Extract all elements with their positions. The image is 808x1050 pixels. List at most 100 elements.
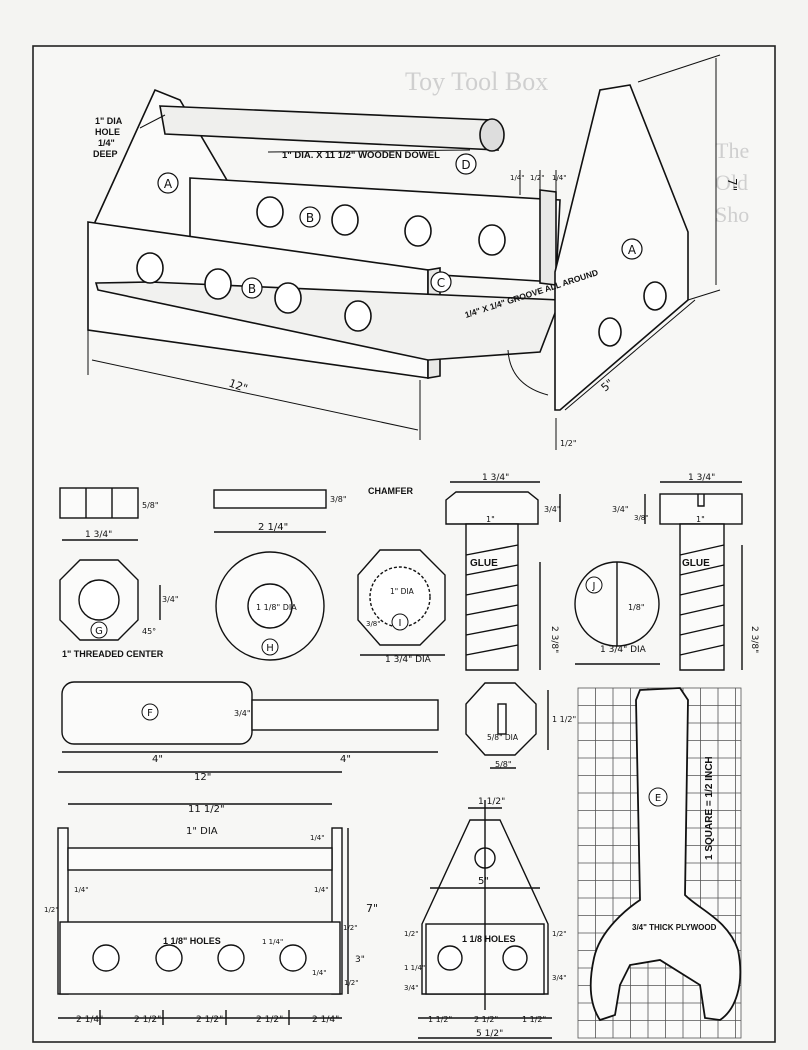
iso-dimension-lines [87, 54, 721, 450]
dim-top-2: 1/2" [530, 174, 545, 182]
fv-holes: 1 1/8" HOLES [163, 936, 221, 946]
bolt-2-drawing [644, 481, 743, 671]
part-h-drawing [213, 489, 327, 661]
front-view-drawing [57, 771, 349, 1025]
dim-height-iso: 7" [725, 178, 739, 191]
g-thread: 1" THREADED CENTER [62, 649, 164, 659]
ev-holes: 1 1/8 HOLES [462, 934, 516, 944]
fv-small-1: 1/4" [314, 886, 329, 894]
part-label-b1: B [306, 211, 314, 225]
part-callouts-iso [157, 153, 643, 299]
bolt2-sloth: 3/8" [634, 514, 649, 522]
h-label: H [266, 643, 274, 654]
h-hole: 1 1/8" DIA [256, 603, 297, 612]
f-len-a: 4" [152, 754, 163, 765]
ghost-side-2: Old [715, 170, 748, 195]
fv-height: 7" [366, 902, 378, 915]
e-material: 3/4" THICK PLYWOOD [632, 923, 717, 932]
ev-small-3: 3/4" [404, 984, 419, 992]
bolt2-length: 2 3/8" [749, 626, 759, 653]
h-thick: 3/8" [330, 495, 347, 504]
ev-small-4: 3/4" [552, 974, 567, 982]
bolt2-glue: GLUE [682, 558, 710, 569]
dim-length-iso: 12" [227, 377, 249, 396]
fv-bottom-3: 2 1/2" [256, 1015, 283, 1025]
fv-small-4: 1/4" [310, 834, 325, 842]
fv-small-6: 1/2" [344, 979, 359, 987]
ev-bottom-1: 2 1/2" [474, 1015, 498, 1024]
fv-small-5: 1 1/4" [262, 938, 283, 946]
f-label: F [147, 708, 153, 719]
fv-lower: 3" [355, 955, 365, 965]
part-i-drawing [357, 549, 446, 656]
g-width: 1 3/4" [85, 530, 112, 540]
ev-bottom-0: 1 1/2" [428, 1015, 452, 1024]
ev-overall: 5 1/2" [476, 1029, 503, 1039]
fv-bottom-1: 2 1/2" [134, 1015, 161, 1025]
nut-height: 1 1/2" [552, 715, 576, 724]
g-half: 3/4" [162, 595, 179, 604]
small-nut-drawing [465, 682, 549, 769]
bolt2-headw: 1 3/4" [688, 473, 715, 483]
part-label-b2: B [248, 282, 256, 296]
fv-overall: 12" [194, 772, 211, 783]
dim-top-3: 1/4" [552, 174, 567, 182]
fv-bottom-2: 2 1/2" [196, 1015, 223, 1025]
ev-mid: 5" [478, 876, 489, 887]
g-thick: 5/8" [142, 501, 159, 510]
nut-hole: 5/8" DIA [487, 733, 519, 742]
e-label: E [655, 793, 661, 804]
fv-bottom-4: 2 1/4" [312, 1015, 339, 1025]
end-view-drawing [418, 800, 552, 1039]
bolt2-shank: 1" [696, 515, 705, 524]
fv-small-0: 1/4" [74, 886, 89, 894]
nut-width: 5/8" [495, 760, 512, 769]
bolt1-chamfer: CHAMFER [368, 486, 413, 496]
ev-small-0: 1/2" [404, 930, 419, 938]
dim-top-1: 1/4" [510, 174, 525, 182]
part-label-c: C [437, 276, 445, 290]
isometric-toolbox [87, 84, 689, 411]
g-label: G [95, 626, 103, 637]
i-label: I [399, 618, 402, 629]
fv-inner: 11 1/2" [188, 804, 225, 815]
ev-small-2: 1 1/4" [404, 964, 425, 972]
ev-top: 1 1/2" [478, 797, 505, 807]
j-label: J [592, 581, 596, 592]
j-width: 1 3/4" DIA [600, 645, 647, 655]
bolt-1-drawing [445, 481, 561, 671]
bolt1-headh: 3/4" [544, 505, 561, 514]
fv-small-7: 1/4" [312, 969, 327, 977]
ghost-side-3: Sho [715, 202, 749, 227]
f-len-b: 4" [340, 754, 351, 765]
fv-bottom-0: 2 1/4" [76, 1015, 103, 1025]
g-angle: 45° [142, 627, 156, 636]
ghost-title: Toy Tool Box [405, 67, 548, 96]
part-e-wrench [589, 687, 742, 1022]
dowel-callout: 1" DIA. X 11 1/2" WOODEN DOWEL [282, 150, 440, 161]
bolt1-glue: GLUE [470, 558, 498, 569]
fv-small-2: 1/2" [44, 906, 59, 914]
part-label-d: D [461, 158, 470, 172]
bolt1-shank: 1" [486, 515, 495, 524]
part-label-a1: A [164, 177, 173, 191]
dim-base-iso: 1/2" [560, 439, 577, 448]
i-width: 1 3/4" DIA [385, 655, 432, 665]
fv-dowel: 1" DIA [186, 826, 218, 837]
bolt1-length: 2 3/8" [549, 626, 559, 653]
ev-bottom-2: 1 1/2" [522, 1015, 546, 1024]
e-scale: 1 SQUARE = 1/2 INCH [704, 756, 715, 860]
i-hole: 1" DIA [390, 587, 415, 596]
ev-small-1: 1/2" [552, 930, 567, 938]
h-width: 2 1/4" [258, 522, 288, 533]
f-thick: 3/4" [234, 709, 251, 718]
fv-small-3: 1/2" [343, 924, 358, 932]
part-g-drawing [59, 487, 161, 641]
ghost-side-1: The [715, 138, 749, 163]
bolt1-headw: 1 3/4" [482, 473, 509, 483]
bolt2-headh: 3/4" [612, 505, 629, 514]
i-chamfer: 3/8" [366, 620, 381, 628]
j-slot: 1/8" [628, 603, 645, 612]
